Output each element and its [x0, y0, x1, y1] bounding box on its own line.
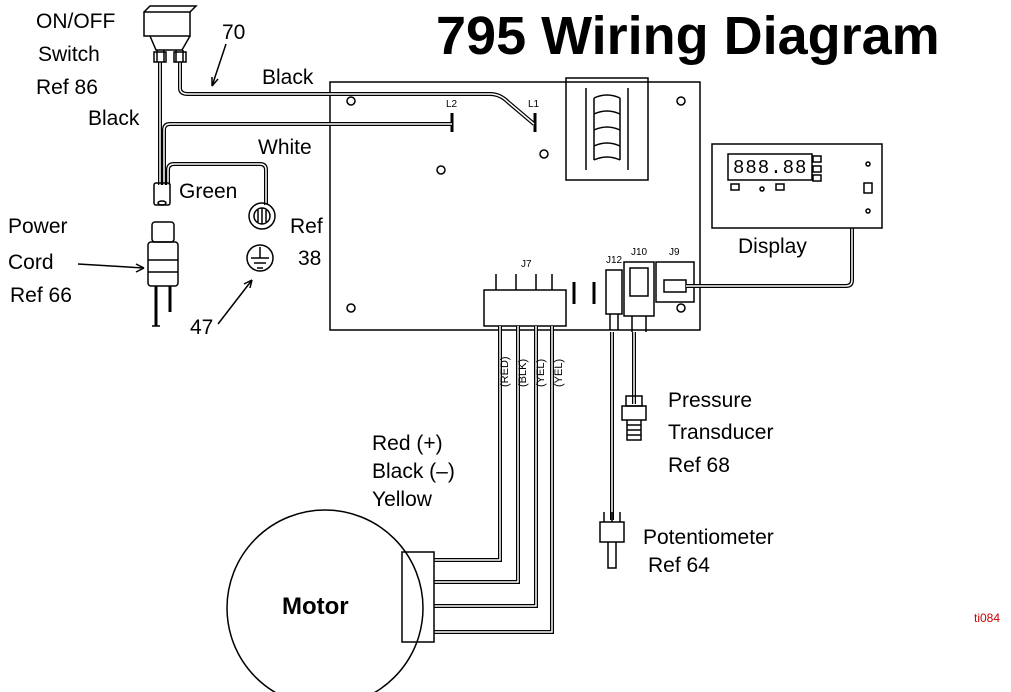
transducer-label-line3: Ref 68: [668, 454, 730, 477]
power-cord: [147, 182, 179, 327]
display-unit: [711, 143, 883, 229]
ground-screw-num: 38: [298, 247, 322, 270]
wire-ref-70: 70: [222, 21, 246, 44]
wire-tag-red: (RED): [499, 356, 511, 387]
power-cord-label-line1: Power: [8, 215, 68, 238]
power-cord-label-line3: Ref 66: [10, 284, 72, 307]
ground-ref-47: 47: [190, 316, 214, 339]
motor: [226, 509, 435, 692]
motor-legend-line2: Black (–): [372, 460, 455, 483]
wire-tag-yel-2: (YEL): [553, 358, 565, 387]
label-l1: L1: [528, 99, 540, 110]
connector-j12: [605, 269, 623, 330]
label-l2: L2: [446, 99, 458, 110]
black-wire-label-left: Black: [88, 107, 140, 130]
transducer-label-line2: Transducer: [668, 421, 774, 444]
display-label: Display: [738, 235, 807, 258]
label-j12: J12: [606, 255, 623, 266]
motor-label: Motor: [282, 593, 349, 620]
switch-label-line3: Ref 86: [36, 76, 98, 99]
wire-tag-yel-1: (YEL): [535, 358, 547, 387]
connector-j10: [623, 261, 655, 332]
image-code: ti084: [974, 611, 1001, 625]
switch-label-line1: ON/OFF: [36, 10, 116, 33]
pressure-transducer: [621, 395, 647, 441]
power-cord-label-line2: Cord: [8, 251, 54, 274]
page-title: 795 Wiring Diagram: [436, 6, 940, 66]
black-wire-label-top: Black: [262, 66, 314, 89]
on-off-switch: [143, 5, 198, 63]
label-j9: J9: [669, 247, 680, 258]
ground-screw-ref: Ref: [290, 215, 323, 238]
motor-wires: [434, 326, 554, 634]
potentiometer-label-line2: Ref 64: [648, 554, 710, 577]
control-board: [329, 81, 701, 331]
switch-label-line2: Switch: [38, 43, 100, 66]
wire-tag-blk: (BLK): [517, 358, 529, 387]
motor-legend-line1: Red (+): [372, 432, 443, 455]
ground-screw: [248, 202, 276, 230]
ground-symbol-icon: [246, 244, 274, 272]
display-readout: 888.88: [733, 157, 808, 179]
connector-j7: [483, 274, 596, 327]
transformer: [565, 77, 649, 181]
green-wire-label: Green: [179, 180, 238, 203]
label-j7: J7: [521, 259, 532, 270]
motor-legend-line3: Yellow: [372, 488, 432, 511]
transducer-label-line1: Pressure: [668, 389, 753, 412]
label-j10: J10: [631, 247, 648, 258]
potentiometer-label-line1: Potentiometer: [643, 526, 774, 549]
white-wire-label: White: [258, 136, 312, 159]
potentiometer: [599, 512, 625, 569]
